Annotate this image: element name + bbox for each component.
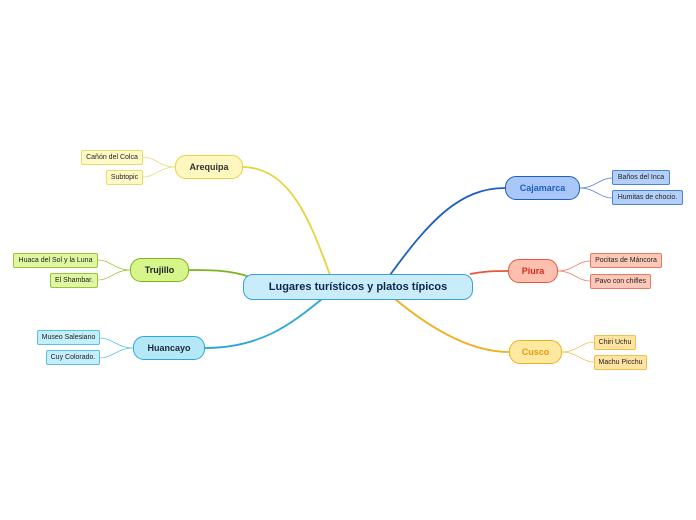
connector-cusco: [394, 298, 510, 353]
subtopic-humitas-de-chocio[interactable]: Humitas de chocio.: [612, 190, 683, 205]
subconnector-arequipa-2: [142, 166, 176, 178]
subtopic-canon-del-colca[interactable]: Cañón del Colca: [81, 150, 143, 165]
subtopic-el-shambar[interactable]: El Shambar.: [50, 273, 98, 288]
subtopic-chiri-uchu[interactable]: Chiri Uchu: [594, 335, 636, 350]
subconnector-arequipa-1: [142, 156, 176, 168]
subtopic-pavo-con-chifles[interactable]: Pavo con chifles: [590, 274, 651, 289]
topic-cajamarca[interactable]: Cajamarca: [505, 176, 580, 200]
connector-huancayo: [204, 298, 323, 349]
subtopic-pocitas-de-mancora[interactable]: Pocitas de Máncora: [590, 253, 662, 268]
connector-arequipa: [242, 166, 331, 276]
subtopic-cuy-colorado[interactable]: Cuy Colorado.: [46, 350, 100, 365]
subconnector-piura-2: [557, 270, 591, 282]
subconnector-trujillo-1: [97, 259, 131, 271]
subtopic-museo-salesiano[interactable]: Museo Salesiano: [37, 330, 100, 345]
subconnector-cajamarca-1: [579, 177, 613, 189]
subconnector-cusco-1: [561, 341, 595, 353]
subconnector-cusco-2: [561, 351, 595, 363]
connector-cajamarca: [389, 187, 506, 276]
connector-piura: [469, 270, 509, 275]
connector-trujillo: [188, 269, 251, 278]
subtopic-subtopic[interactable]: Subtopic: [106, 170, 143, 185]
subconnector-trujillo-2: [97, 269, 131, 281]
subtopic-banos-del-inca[interactable]: Baños del Inca: [612, 170, 670, 185]
topic-arequipa[interactable]: Arequipa: [175, 155, 243, 179]
subtopic-huaca-del-sol[interactable]: Huaca del Sol y la Luna: [13, 253, 98, 268]
subconnector-huancayo-2: [99, 347, 134, 359]
central-topic[interactable]: Lugares turísticos y platos típicos: [243, 274, 473, 300]
topic-trujillo[interactable]: Trujillo: [130, 258, 189, 282]
topic-cusco[interactable]: Cusco: [509, 340, 562, 364]
subtopic-machu-picchu[interactable]: Machu Picchu: [594, 355, 647, 370]
topic-huancayo[interactable]: Huancayo: [133, 336, 205, 360]
topic-piura[interactable]: Piura: [508, 259, 558, 283]
subconnector-huancayo-1: [99, 337, 134, 349]
subconnector-cajamarca-2: [579, 187, 613, 199]
subconnector-piura-1: [557, 260, 591, 272]
